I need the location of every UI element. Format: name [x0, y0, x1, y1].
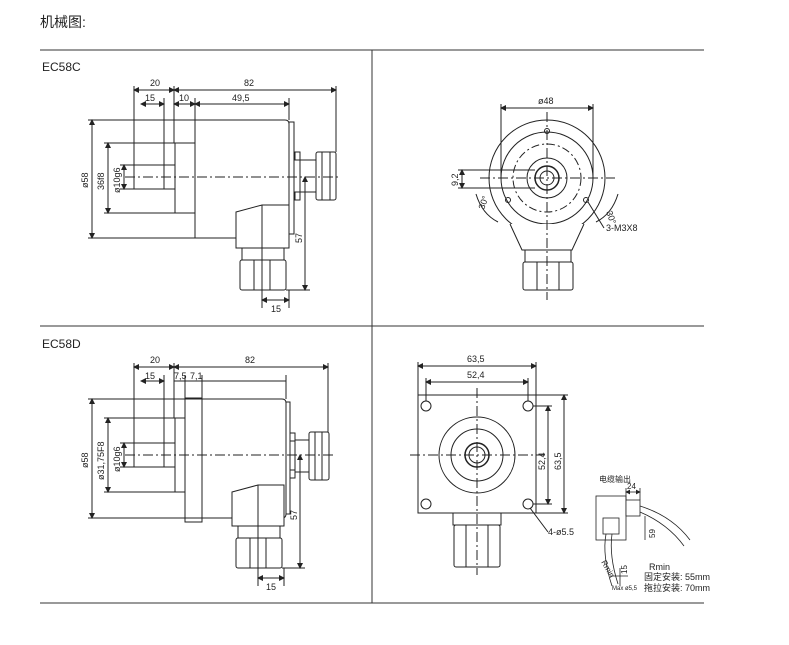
ec58c-dim-15-bottom: 15 [271, 304, 281, 314]
ec58c-dim-15-top: 15 [145, 93, 155, 103]
ec58d-dim-63-5-side: 63,5 [553, 452, 563, 470]
ec58d-dim-52-4-top: 52,4 [467, 370, 485, 380]
cable-rmin-tag: Rmin [599, 559, 616, 580]
ec58c-angle-left: 30° [476, 194, 490, 211]
ec58d-side-view [88, 363, 335, 586]
ec58d-dim-63-5-top: 63,5 [467, 354, 485, 364]
ec58c-front-view [458, 104, 619, 300]
cable-dim-24: 24 [627, 482, 636, 491]
cable-max-dia: Max ø5,5 [612, 586, 638, 592]
ec58d-dim-20: 20 [150, 355, 160, 365]
ec58c-angle-right: 30° [604, 209, 618, 226]
cable-dim-59: 59 [648, 529, 657, 538]
frame [40, 49, 704, 604]
ec58c-dim-82: 82 [244, 78, 254, 88]
ec58c-dim-57: 57 [294, 233, 304, 243]
cable-dim-15: 15 [620, 565, 629, 574]
ec58d-dim-52-4-side: 52,4 [537, 452, 547, 470]
ec58d-dia-10: ø10g6 [112, 446, 122, 472]
ec58d-front-view [410, 362, 568, 575]
ec58d-dim-82: 82 [245, 355, 255, 365]
ec58c-dia-36: 36f8 [96, 172, 106, 190]
panel-label-ec58c: EC58C [42, 60, 81, 74]
ec58d-dim-57: 57 [289, 510, 299, 520]
ec58c-dim-49-5: 49,5 [232, 93, 250, 103]
rmin-label: Rmin [649, 562, 670, 572]
ec58d-dim-15-bottom: 15 [266, 582, 276, 592]
ec58d-dia-58: ø58 [80, 452, 90, 468]
ec58d-dim-15-top: 15 [145, 371, 155, 381]
cable-output-title: 电缆输出 [599, 474, 631, 484]
ec58d-dim-7-5: 7,5 [174, 371, 187, 381]
ec58c-dia-48: ø48 [538, 96, 554, 106]
page-title: 机械图: [40, 14, 86, 30]
ec58c-dim-9-2: 9,2 [450, 173, 460, 186]
ec58d-dia-31-75: ø31,75F8 [96, 441, 106, 480]
ec58c-dim-20: 20 [150, 78, 160, 88]
rmin-fixed: 固定安装: 55mm [644, 571, 710, 582]
ec58c-dia-10: ø10g6 [112, 167, 122, 193]
ec58c-side-view [88, 86, 340, 308]
ec58c-holes: 3-M3X8 [606, 223, 638, 233]
ec58c-dia-58: ø58 [80, 172, 90, 188]
ec58c-dim-10: 10 [179, 93, 189, 103]
ec58d-dim-7-1: 7,1 [190, 371, 203, 381]
cable-detail [595, 488, 691, 587]
panel-label-ec58d: EC58D [42, 337, 81, 351]
rmin-drag: 拖拉安装: 70mm [644, 582, 710, 593]
ec58d-holes: 4-ø5.5 [548, 527, 574, 537]
